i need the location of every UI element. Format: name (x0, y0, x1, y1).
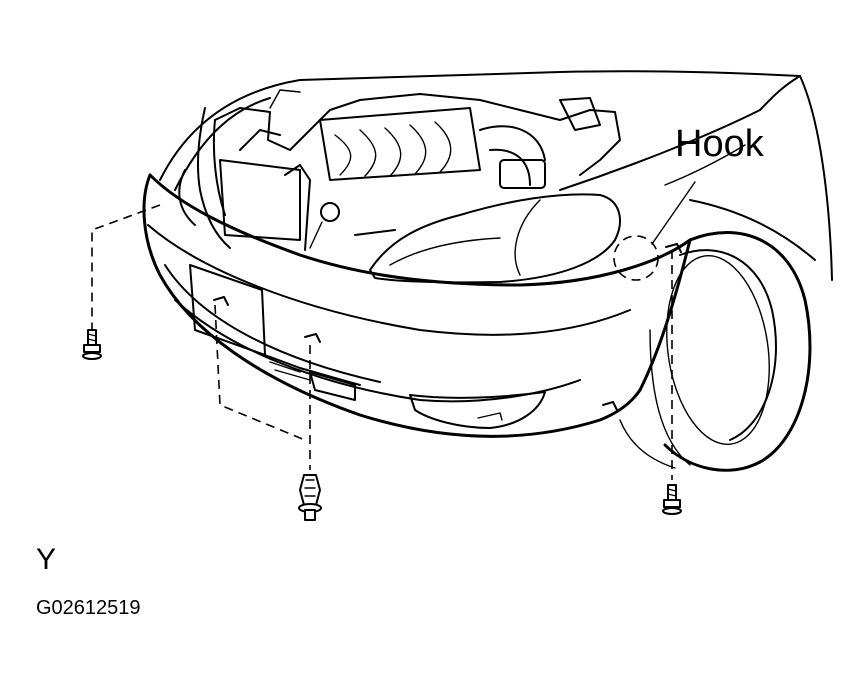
hook-label: Hook (675, 123, 764, 165)
bolt-icon-left (82, 329, 102, 360)
engine-bay (214, 89, 621, 251)
fastener-guides (91, 204, 682, 480)
front-wheel (619, 231, 812, 472)
bumper-cover (142, 107, 692, 438)
car-body (159, 70, 833, 281)
view-label: Y (36, 543, 57, 576)
bolt-icon-right (662, 484, 682, 515)
hook-callout (613, 181, 696, 281)
push-clip-icon (298, 474, 322, 521)
figure-code: G02612519 (36, 597, 141, 619)
